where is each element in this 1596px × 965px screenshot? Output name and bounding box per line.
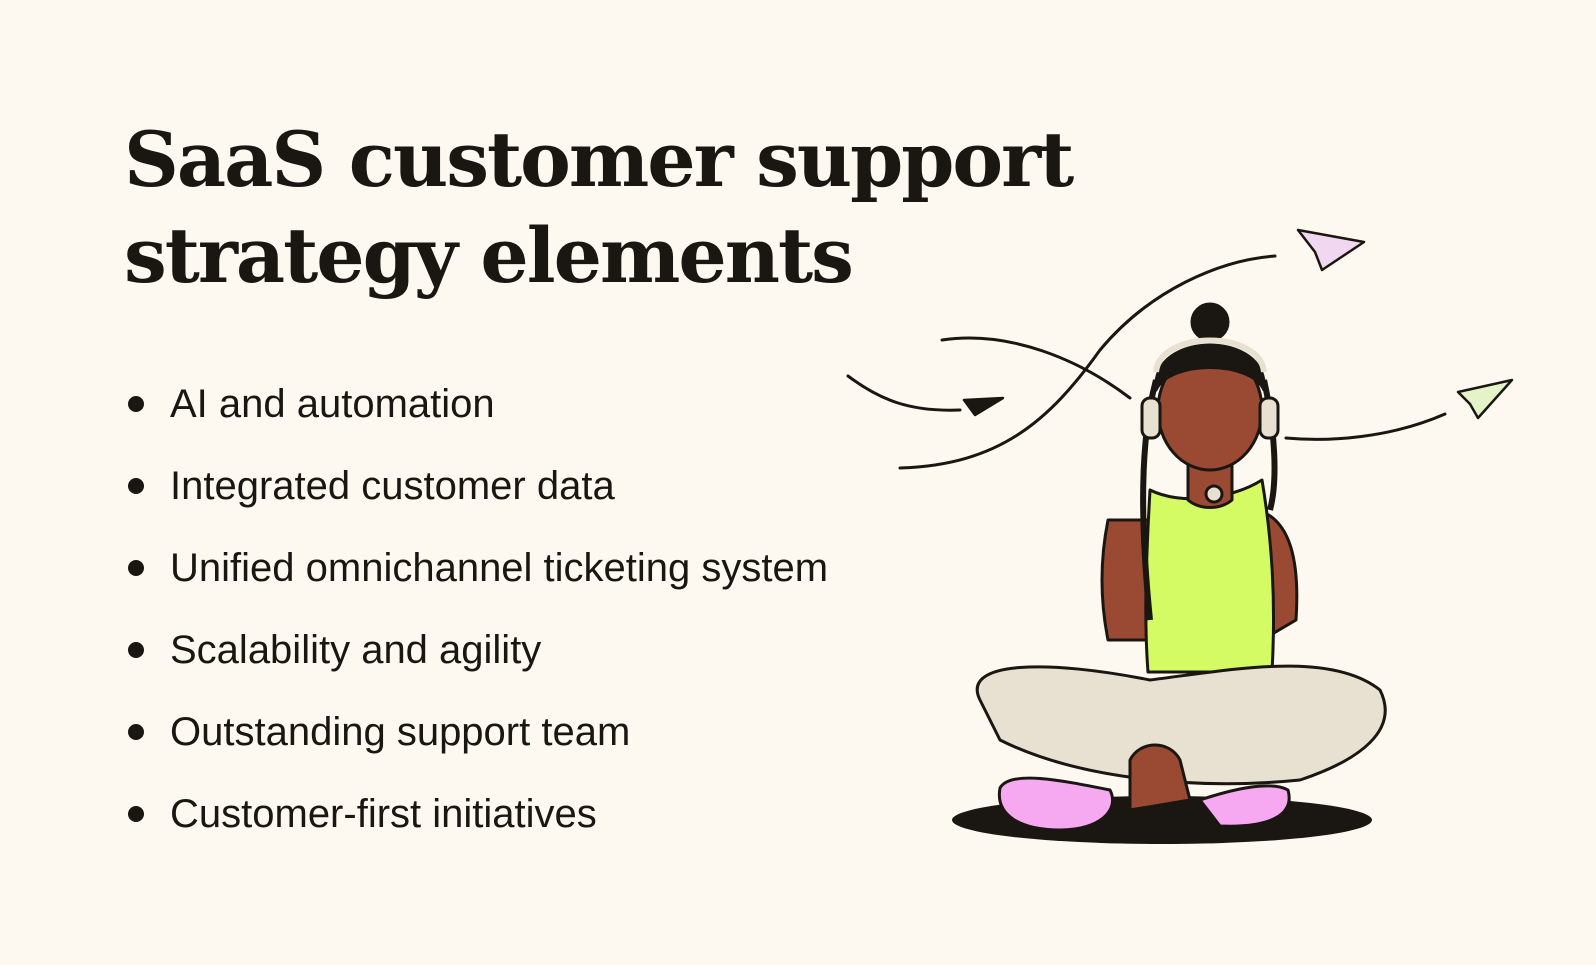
paper-plane-icon — [962, 228, 1514, 420]
list-item-label: Unified omnichannel ticketing system — [170, 546, 829, 590]
page-title: SaaS customer support strategy elements — [124, 112, 1074, 304]
list-item-label: Scalability and agility — [170, 628, 542, 672]
bullet-icon — [128, 724, 144, 740]
person — [975, 302, 1387, 832]
list-item: Integrated customer data — [126, 454, 828, 536]
bullet-icon — [128, 806, 144, 822]
list-item-label: Customer-first initiatives — [170, 792, 597, 836]
title-line-2: strategy elements — [124, 211, 854, 300]
title-line-1: SaaS customer support — [124, 115, 1074, 204]
flight-paths — [846, 254, 1447, 470]
list-item: AI and automation — [126, 372, 828, 454]
strategy-elements-list: AI and automation Integrated customer da… — [126, 372, 828, 864]
bullet-icon — [128, 478, 144, 494]
bullet-icon — [128, 642, 144, 658]
list-item-label: Integrated customer data — [170, 464, 615, 508]
list-item-label: Outstanding support team — [170, 710, 631, 754]
list-item: Unified omnichannel ticketing system — [126, 536, 828, 618]
support-agent-illustration — [846, 228, 1514, 844]
list-item: Customer-first initiatives — [126, 782, 828, 864]
list-item-label: AI and automation — [170, 382, 495, 426]
list-item: Scalability and agility — [126, 618, 828, 700]
bullet-icon — [128, 396, 144, 412]
bullet-icon — [128, 560, 144, 576]
list-item: Outstanding support team — [126, 700, 828, 782]
